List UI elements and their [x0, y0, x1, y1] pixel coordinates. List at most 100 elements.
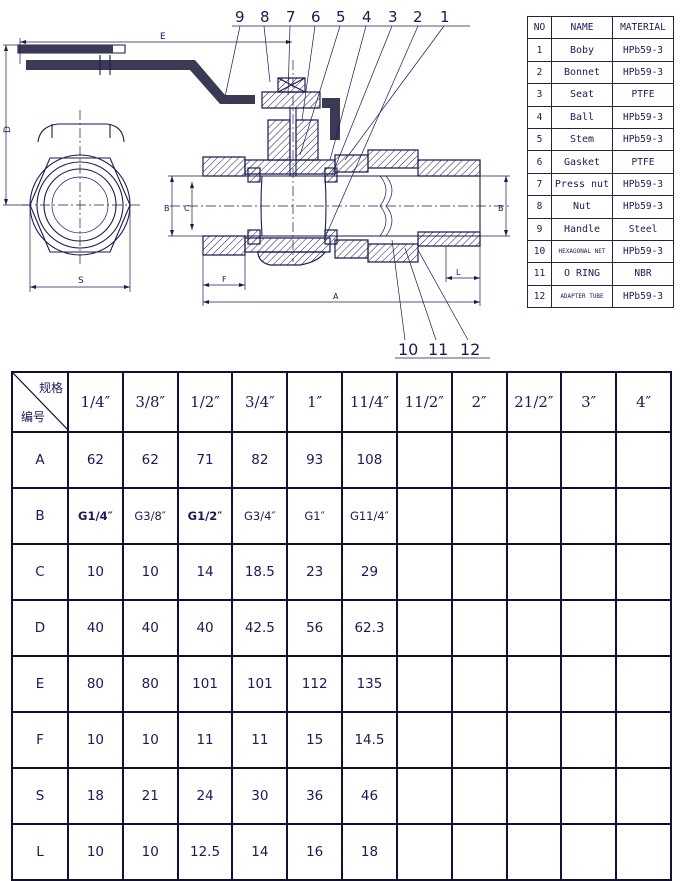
dim-cell — [560, 599, 618, 657]
dim-row-label: S — [11, 767, 69, 825]
dim-cell — [395, 655, 453, 713]
dim-cell — [450, 655, 508, 713]
dim-cell: 40 — [176, 599, 234, 657]
dim-cell: 62.3 — [341, 599, 398, 657]
part-no: 12 — [527, 284, 552, 309]
dim-cell — [505, 543, 563, 601]
size-header: 3/8″ — [121, 371, 179, 433]
dim-cell: G1″ — [286, 487, 344, 545]
part-material: HPb59-3 — [612, 105, 674, 129]
dim-cell: 14 — [231, 823, 289, 881]
dim-cell: 10 — [67, 543, 124, 601]
dim-label-b-left: B — [164, 204, 170, 213]
part-material: HPb59-3 — [612, 60, 674, 85]
part-material: PTFE — [612, 150, 674, 174]
dim-label-a: A — [333, 292, 339, 301]
dim-cell — [560, 767, 618, 825]
parts-header-material: MATERIAL — [612, 15, 674, 40]
dim-cell: 18.5 — [231, 543, 289, 601]
dim-cell: 62 — [67, 431, 124, 489]
dim-cell: G3/8″ — [121, 487, 179, 545]
callout-11: 11 — [428, 340, 448, 359]
size-header: 4″ — [615, 371, 672, 433]
dim-cell: 135 — [341, 655, 398, 713]
dim-label-f: F — [222, 275, 227, 284]
dim-cell: 56 — [286, 599, 344, 657]
dim-cell: 14.5 — [341, 711, 398, 769]
dim-cell — [615, 711, 672, 769]
callout-9: 9 — [235, 8, 245, 26]
part-no: 7 — [527, 172, 552, 197]
dim-cell: G3/4″ — [231, 487, 289, 545]
dim-label-d: D — [3, 126, 13, 133]
size-header: 1/2″ — [176, 371, 234, 433]
dim-cell: 30 — [231, 767, 289, 825]
dim-cell — [505, 711, 563, 769]
dim-cell: 14 — [176, 543, 234, 601]
callout-8: 8 — [260, 8, 270, 26]
dim-cell: 40 — [67, 599, 124, 657]
dim-label-l: L — [456, 268, 461, 277]
part-material: PTFE — [612, 83, 674, 107]
dimension-table: 规格 编号 1/4″ 3/8″ 1/2″ 3/4″ 1″ 11/4″ 11/2″… — [11, 371, 672, 881]
dim-cell: 10 — [67, 711, 124, 769]
part-material: Steel — [612, 217, 674, 241]
part-material: HPb59-3 — [612, 239, 674, 264]
part-name: Nut — [551, 195, 613, 219]
dim-cell — [450, 487, 508, 545]
size-header: 2″ — [450, 371, 508, 433]
part-name: Press nut — [551, 172, 613, 197]
part-callouts-bottom: 10 11 12 — [391, 239, 490, 359]
callout-5: 5 — [336, 8, 346, 26]
dim-row-label: B — [11, 487, 69, 545]
part-no: 8 — [527, 195, 552, 219]
dim-cell: 16 — [286, 823, 344, 881]
callout-10: 10 — [398, 340, 418, 359]
part-no: 2 — [527, 60, 552, 85]
part-name: O RING — [551, 262, 613, 286]
part-name: Seat — [551, 83, 613, 107]
dim-cell: 29 — [341, 543, 398, 601]
dim-cell — [395, 711, 453, 769]
dim-cell — [450, 543, 508, 601]
dim-cell — [395, 823, 453, 881]
dim-cell: 10 — [67, 823, 124, 881]
size-header: 21/2″ — [505, 371, 563, 433]
part-name: ADAPTER TUBE — [551, 284, 613, 309]
size-header: 11/2″ — [395, 371, 453, 433]
dim-cell: 46 — [341, 767, 398, 825]
dim-cell: 101 — [231, 655, 289, 713]
dim-row-label: D — [11, 599, 69, 657]
dim-label-e: E — [160, 32, 166, 42]
dim-cell — [615, 543, 672, 601]
dim-cell — [615, 767, 672, 825]
dim-cell: 10 — [121, 543, 179, 601]
part-material: HPb59-3 — [612, 172, 674, 197]
dim-cell: 11 — [176, 711, 234, 769]
size-header-row: 规格 编号 1/4″ 3/8″ 1/2″ 3/4″ 1″ 11/4″ 11/2″… — [11, 371, 672, 433]
part-callouts-top: 9 8 7 6 5 4 3 2 1 — [224, 8, 470, 241]
dim-row-label: F — [11, 711, 69, 769]
dim-cell — [450, 711, 508, 769]
dim-cell — [505, 655, 563, 713]
part-no: 3 — [527, 83, 552, 107]
part-name: HEXAGONAL NET — [551, 239, 613, 264]
callout-2: 2 — [413, 8, 423, 26]
parts-header-name: NAME — [551, 15, 613, 40]
callout-6: 6 — [311, 8, 321, 26]
handle-view: E — [19, 32, 292, 104]
dim-cell: 36 — [286, 767, 344, 825]
dim-cell — [615, 599, 672, 657]
dim-cell — [505, 767, 563, 825]
